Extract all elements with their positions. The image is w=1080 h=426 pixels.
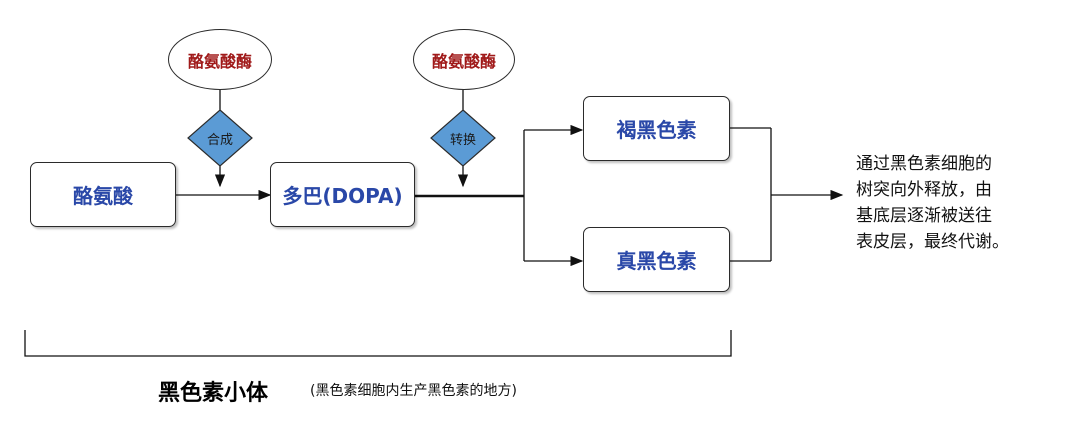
enzyme2-label: 酪氨酸酶: [431, 51, 496, 71]
note-line: 树突向外释放，由: [856, 180, 992, 200]
dopa-label: 多巴(DOPA): [282, 184, 403, 208]
note-text: 通过黑色素细胞的 树突向外释放，由 基底层逐渐被送往 表皮层，最终代谢。: [856, 151, 1009, 255]
note-line: 基底层逐渐被送往: [856, 206, 992, 226]
note-line: 表皮层，最终代谢。: [856, 232, 1009, 252]
enzyme1-ellipse: 酪氨酸酶: [168, 29, 272, 90]
melanosome-bracket: [24, 330, 732, 357]
tyrosine-label: 酪氨酸: [73, 184, 133, 208]
footer-subtitle: (黑色素细胞内生产黑色素的地方): [310, 383, 517, 399]
enzyme2-ellipse: 酪氨酸酶: [413, 29, 515, 90]
tyrosine-node: 酪氨酸: [30, 162, 176, 227]
conversion-diamond: [430, 109, 496, 167]
synthesis-label: 合成: [206, 133, 233, 148]
conversion-label: 转换: [449, 133, 476, 148]
true-melanin-label: 真黑色素: [616, 249, 697, 273]
dopa-node: 多巴(DOPA): [270, 162, 415, 227]
enzyme1-label: 酪氨酸酶: [187, 51, 252, 71]
synthesis-diamond: [187, 109, 253, 167]
brown-melanin-label: 褐黑色素: [616, 118, 697, 142]
note-line: 通过黑色素细胞的: [856, 154, 992, 174]
brown-melanin-node: 褐黑色素: [583, 96, 730, 161]
footer-title: 黑色素小体: [158, 381, 269, 406]
true-melanin-node: 真黑色素: [583, 227, 730, 292]
